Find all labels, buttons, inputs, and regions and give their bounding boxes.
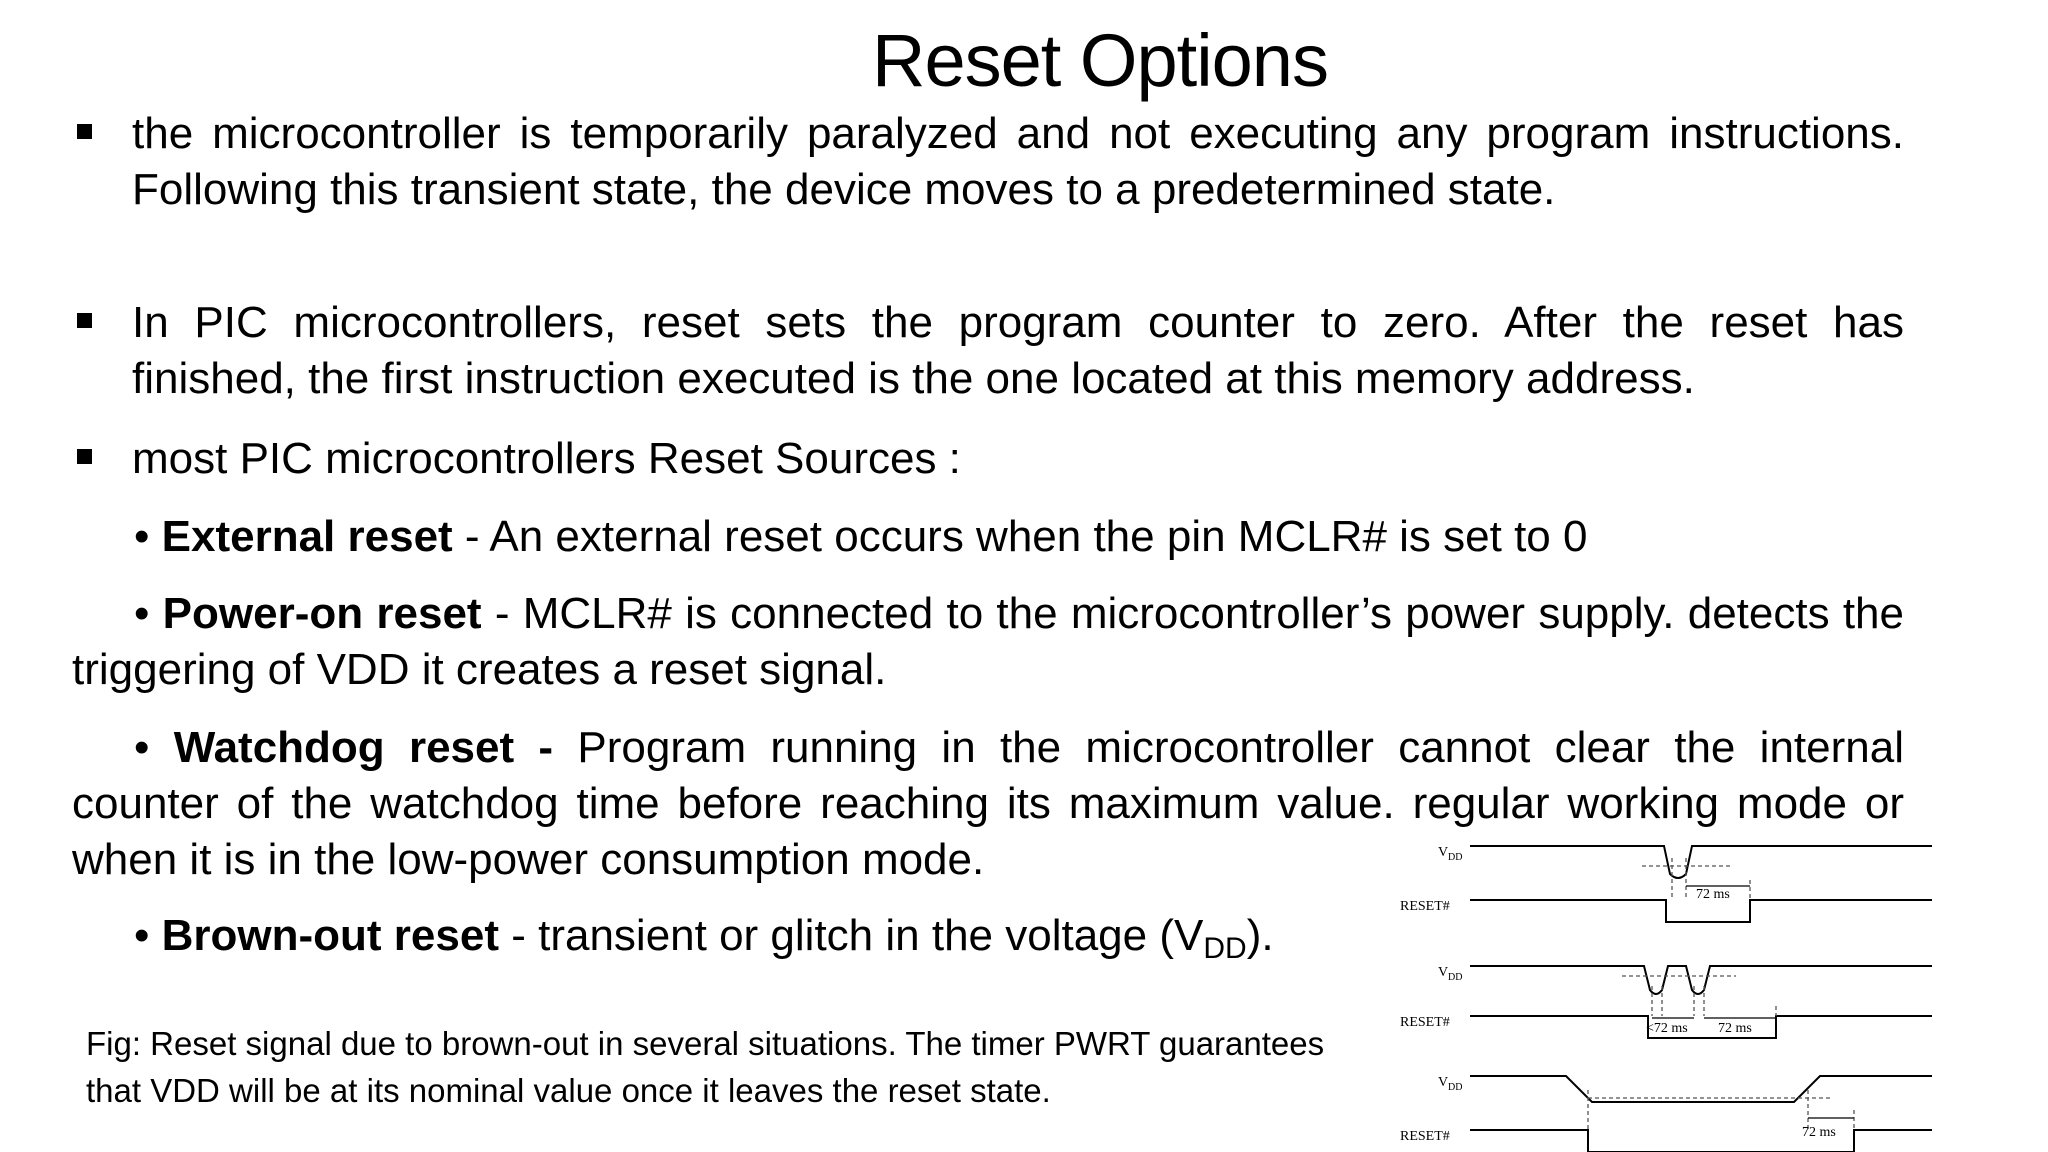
reset-waveform-3 xyxy=(1470,1129,1932,1152)
dot-bullet: • xyxy=(134,911,150,960)
bullet-paralyzed: the microcontroller is temporarily paral… xyxy=(132,109,1904,214)
poweron-reset-name: Power-on reset xyxy=(162,589,482,638)
dot-bullet: • xyxy=(134,589,150,638)
reset-label-2: RESET# xyxy=(1400,1015,1450,1030)
dot-bullet: • xyxy=(134,512,150,561)
vdd-waveform-2 xyxy=(1470,965,1932,995)
vdd-sub-3: DD xyxy=(1448,1082,1462,1093)
figure-caption: Fig: Reset signal due to brown-out in se… xyxy=(86,1025,1325,1109)
source-external-reset: • External reset - An external reset occ… xyxy=(72,509,1904,565)
bullet-program-counter: In PIC microcontrollers, reset sets the … xyxy=(132,298,1904,403)
timing-label-2a: <72 ms xyxy=(1646,1021,1688,1036)
watchdog-reset-desc: Program running in the microcontroller c… xyxy=(72,723,1904,884)
poweron-reset-desc: - MCLR# is connected to the microcontrol… xyxy=(72,589,1905,694)
vdd-label-3: V xyxy=(1438,1075,1448,1090)
brownout-reset-tail: ). xyxy=(1246,911,1274,960)
brownout-reset-name: Brown-out reset xyxy=(161,911,499,960)
square-bullet-icon xyxy=(77,313,92,328)
reset-timing-figure: V DD RESET# 72 ms V DD RESET# <72 ms 72 … xyxy=(1396,840,1936,1152)
bullet-reset-sources: most PIC microcontrollers Reset Sources … xyxy=(132,434,961,483)
slide-title: Reset Options xyxy=(872,19,1329,102)
dot-bullet: • xyxy=(134,723,150,772)
square-bullet-icon xyxy=(77,449,92,464)
vdd-label-1: V xyxy=(1438,845,1448,860)
vdd-subscript: DD xyxy=(1203,932,1247,965)
reset-waveform-2 xyxy=(1470,1015,1932,1039)
vdd-label-2: V xyxy=(1438,965,1448,980)
timing-label-2b: 72 ms xyxy=(1718,1021,1752,1036)
vdd-waveform-3 xyxy=(1470,1075,1932,1103)
vdd-sub-2: DD xyxy=(1448,972,1462,983)
reset-waveform-1 xyxy=(1470,899,1932,923)
reset-label-3: RESET# xyxy=(1400,1129,1450,1144)
external-reset-name: External reset xyxy=(161,512,453,561)
source-brownout-reset: • Brown-out reset - transient or glitch … xyxy=(72,908,1424,977)
watchdog-reset-name: Watchdog reset - xyxy=(173,723,554,772)
brownout-reset-desc: - transient or glitch in the voltage (V xyxy=(499,911,1204,960)
external-reset-desc: - An external reset occurs when the pin … xyxy=(452,512,1588,561)
square-bullet-icon xyxy=(77,124,92,139)
source-poweron-reset: • Power-on reset - MCLR# is connected to… xyxy=(72,586,1904,698)
source-watchdog-reset: • Watchdog reset - Program running in th… xyxy=(72,720,1904,888)
reset-label-1: RESET# xyxy=(1400,899,1450,914)
vdd-sub-1: DD xyxy=(1448,852,1462,863)
timing-label-1: 72 ms xyxy=(1696,887,1730,902)
timing-label-3: 72 ms xyxy=(1802,1125,1836,1140)
